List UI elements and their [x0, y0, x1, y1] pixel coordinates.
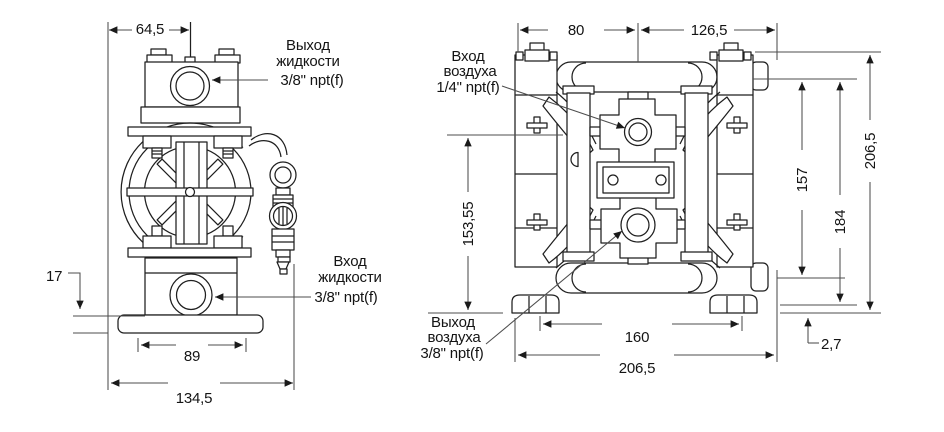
dim-body-height: 184 [832, 210, 849, 234]
foot-left [511, 294, 560, 314]
cap-top-bolt-left [515, 42, 558, 62]
clamp-bolt [213, 225, 243, 249]
fluid-outlet-label: Выход жидкости 3/8" npt(f) [212, 37, 344, 89]
svg-text:Выход: Выход [286, 37, 330, 54]
clamp-bolt [213, 135, 243, 159]
fluid-inlet-label: Вход жидкости 3/8" npt(f) [215, 253, 382, 306]
bottom-manifold [555, 262, 718, 294]
upper-clamp-plate [127, 126, 252, 137]
top-bolt-left [146, 48, 173, 64]
svg-text:1/4" npt(f): 1/4" npt(f) [436, 79, 499, 96]
dim-clamp-height: 157 [794, 168, 811, 192]
dim-overall-height: 206,5 [862, 133, 879, 170]
valve-tip [279, 268, 288, 275]
air-outlet-label: Выход воздуха 3/8" npt(f) [420, 230, 623, 362]
svg-text:3/8" npt(f): 3/8" npt(f) [420, 345, 483, 362]
dim-feet-span: 160 [625, 329, 649, 346]
front-view: 64,5 17 89 134,5 Выход жидкости 3/8" npt… [46, 21, 382, 407]
left-end-cap [514, 54, 558, 268]
svg-text:Вход: Вход [451, 48, 485, 65]
dim-center-to-left: 80 [568, 22, 584, 39]
svg-text:воздуха: воздуха [443, 63, 497, 80]
svg-text:воздуха: воздуха [427, 329, 481, 346]
side-dimensions: 80 126,5 157 184 206,5 153,55 [428, 22, 881, 377]
svg-text:жидкости: жидкости [276, 53, 339, 70]
lower-clamp-plate [127, 247, 252, 258]
tie-column-right [684, 92, 709, 254]
base-plate [117, 314, 264, 334]
tie-column-left [566, 92, 591, 254]
cap-bolt [526, 116, 548, 134]
dim-base-height: 17 [46, 268, 62, 285]
outlet-flange [140, 106, 241, 124]
muffler-ring [269, 161, 297, 189]
leader-line [501, 85, 626, 129]
svg-text:жидкости: жидкости [318, 269, 381, 286]
dim-center-to-right: 126,5 [691, 22, 728, 39]
foot-right [709, 294, 758, 314]
front-pump-body [117, 22, 264, 334]
cap-bolt [526, 213, 548, 231]
svg-text:Вход: Вход [333, 253, 367, 270]
svg-text:3/8" npt(f): 3/8" npt(f) [280, 72, 343, 89]
front-dimensions: 64,5 17 89 134,5 [46, 21, 295, 407]
cap-bolt [726, 213, 748, 231]
d-mark [570, 151, 579, 168]
hub [184, 186, 196, 198]
cap-top-bolt-right [709, 42, 752, 62]
air-outlet-port [620, 207, 656, 243]
side-pump-body [511, 42, 769, 314]
muffler-assembly [248, 133, 298, 275]
cap-bolt [726, 116, 748, 134]
dim-base-inner-width: 89 [184, 348, 200, 365]
clamp-bolt [142, 225, 172, 249]
dim-overall-width: 134,5 [176, 390, 213, 407]
clamp-bolt [142, 135, 172, 159]
top-bolt-right [214, 48, 241, 64]
nameplate [596, 161, 675, 199]
dim-top-offset: 64,5 [136, 21, 164, 38]
inlet-port-side [750, 262, 769, 292]
leader-line [485, 230, 623, 345]
right-end-cap [716, 54, 754, 268]
air-inlet-label: Вход воздуха 1/4" npt(f) [436, 48, 626, 129]
side-view: 80 126,5 157 184 206,5 153,55 [420, 22, 881, 377]
dim-foot-pad: 2,7 [821, 336, 841, 353]
svg-text:3/8" npt(f): 3/8" npt(f) [314, 289, 377, 306]
valve-body [271, 228, 295, 251]
dim-air-inlet-height: 153,55 [460, 202, 477, 247]
dim-overall-width-side: 206,5 [619, 360, 656, 377]
svg-text:Выход: Выход [431, 314, 475, 331]
